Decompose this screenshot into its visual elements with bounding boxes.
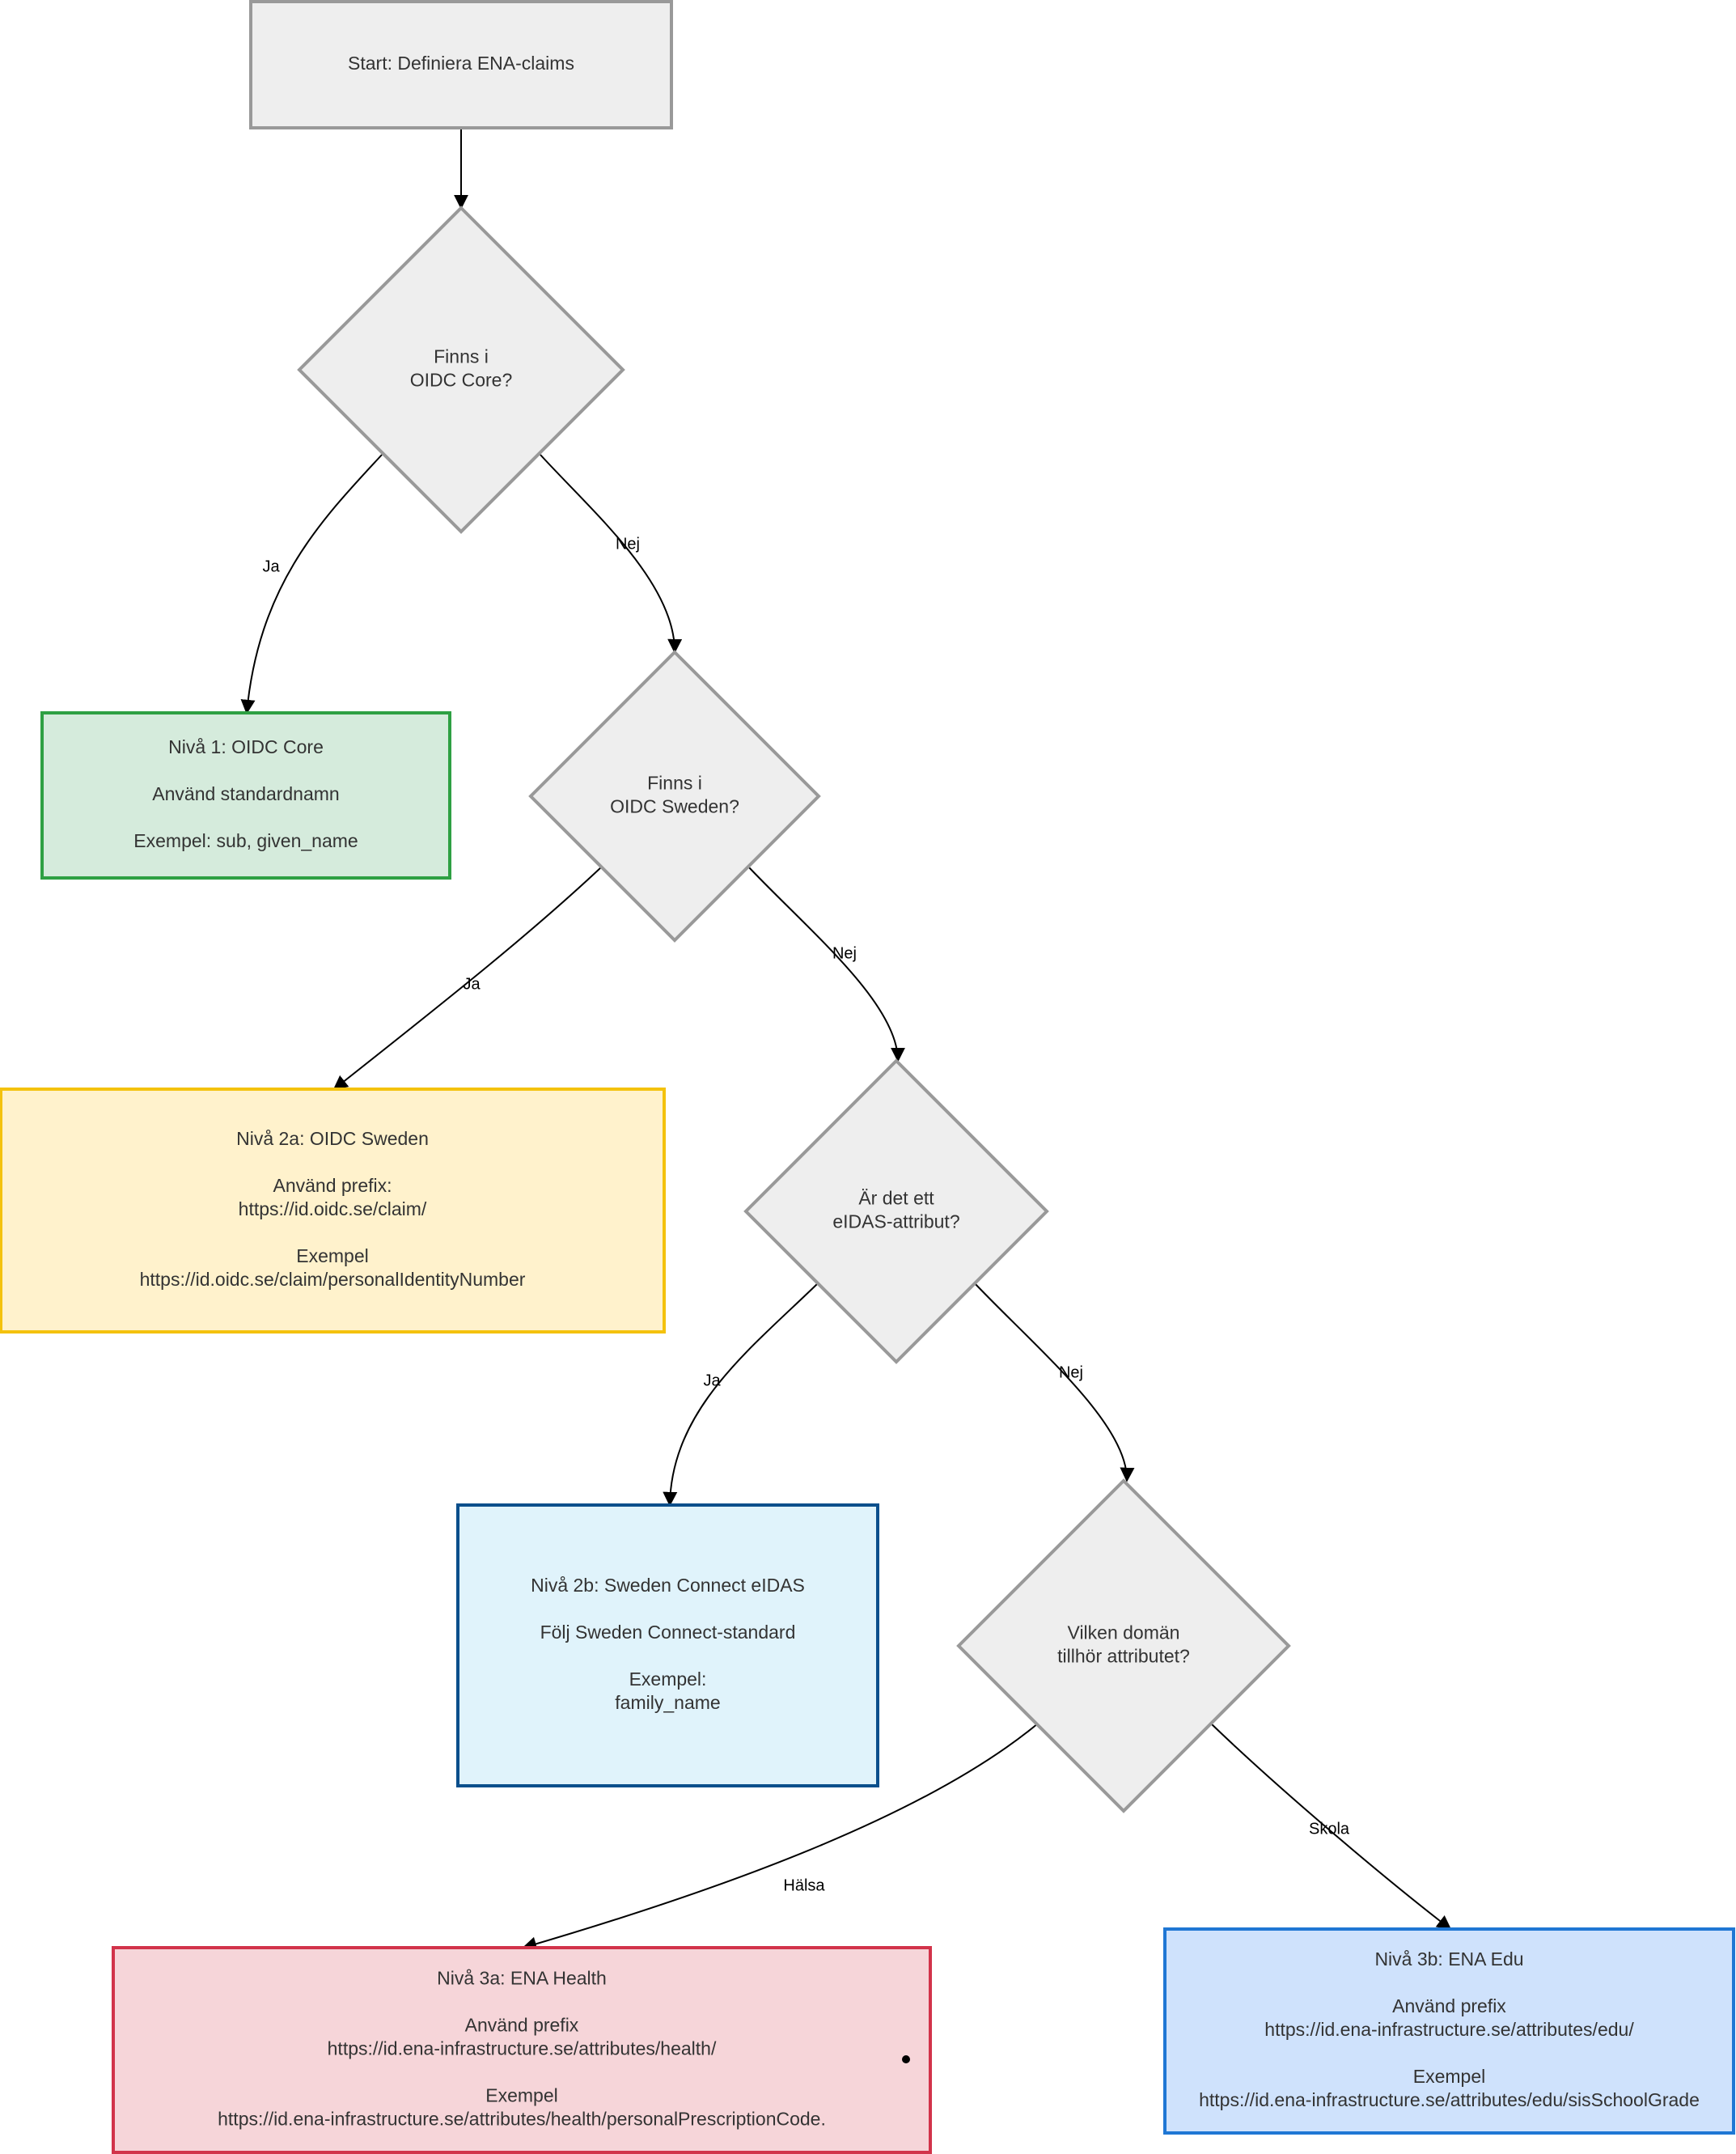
edge-q_domain-to-level3a [522,1723,1039,1952]
node-start: Start: Definiera ENA-claims [249,0,673,129]
node-q-sweden-text-line: Finns i [647,773,702,794]
node-q-core-text-line: Finns i [434,346,489,367]
edge-label-q_core-to-q_sweden: Nej [616,535,640,553]
edges [240,128,1452,1952]
node-q-sweden-text-line: OIDC Sweden? [610,796,739,817]
edge-q_core-to-level1 [240,454,383,714]
node-q-eidas-diamond [743,1058,1049,1364]
node-level2a-text-line: https://id.oidc.se/claim/personalIdentit… [140,1269,526,1290]
edge-q_eidas-to-level2b [663,1282,819,1507]
node-q-eidas-text-line: eIDAS-attribut? [832,1211,959,1232]
edge-q_sweden-to-level2a [332,866,603,1091]
edge-q_domain-to-level3b [1210,1723,1452,1931]
edge-label-q_sweden-to-level2a: Ja [463,975,481,993]
node-level3a-text-line: Nivå 3a: ENA Health [437,1968,607,1989]
edge-label-q_eidas-to-q_domain: Nej [1059,1363,1083,1381]
node-q-eidas-text-line: Är det ett [858,1188,934,1209]
node-level2b: Nivå 2b: Sweden Connect eIDAS Följ Sweden… [456,1503,879,1787]
edge-label-q_domain-to-level3b: Skola [1309,1820,1350,1838]
edge-label-q_domain-to-level3a: Hälsa [783,1876,825,1894]
node-level3b-text-line: Nivå 3b: ENA Edu [1374,1948,1523,1970]
node-level3b-text-line: https://id.ena-infrastructure.se/attribu… [1199,2089,1700,2110]
node-level1-text-line: Nivå 1: OIDC Core [168,736,324,757]
node-q-core-diamond [297,206,625,534]
edge-q_eidas-to-q_domain [973,1282,1135,1482]
node-level1-text-line: Använd standardnamn [152,783,339,804]
node-level2a-text-line: Exempel [296,1245,368,1266]
node-level2b-text-line: Följ Sweden Connect-standard [540,1622,796,1643]
node-level2a-text-line: https://id.oidc.se/claim/ [239,1198,427,1219]
node-level2a-box [0,1088,666,1334]
edge-q_sweden-to-q_eidas [747,866,905,1062]
edge-label-q_sweden-to-q_eidas: Nej [832,944,857,962]
node-start-text-line: Start: Definiera ENA-claims [348,53,574,74]
edge-label-q_core-to-level1: Ja [262,558,280,575]
node-level2b-box [456,1503,879,1787]
node-level3a-text-line: https://id.ena-infrastructure.se/attribu… [328,2038,717,2059]
edge-label-q_eidas-to-level2b: Ja [703,1372,721,1389]
edge-q_core-to-q_sweden [540,454,683,654]
node-level2a-text-line: Använd prefix: [273,1175,392,1196]
node-level1-box [40,711,451,880]
node-level1-text-line: Exempel: sub, given_name [133,830,358,851]
node-q-domain-text-line: Vilken domän [1068,1622,1180,1643]
node-q-sweden-diamond [528,650,821,943]
node-q-core: Finns i OIDC Core? [297,206,625,534]
node-q-domain: Vilken domän tillhör attributet? [956,1478,1291,1813]
node-q-domain-diamond [956,1478,1291,1813]
node-level3b-text-line: https://id.ena-infrastructure.se/attribu… [1264,2019,1634,2040]
node-q-domain-text-line: tillhör attributet? [1057,1646,1190,1667]
node-level2b-text-line: Exempel: [629,1669,707,1690]
node-level3a-box [112,1946,932,2154]
node-level3a-text-line: Använd prefix [465,2015,579,2036]
node-start-box [249,0,673,129]
node-level3a-text-line: Exempel [485,2085,557,2106]
node-q-core-text-line: OIDC Core? [410,370,513,391]
stray-dot [902,2055,910,2063]
node-level2b-text-line: family_name [615,1692,720,1713]
node-level2a-text-line: Nivå 2a: OIDC Sweden [236,1128,429,1149]
node-level3b-text-line: Använd prefix [1392,1995,1506,2016]
node-level3a-text-line: https://id.ena-infrastructure.se/attribu… [218,2109,826,2130]
node-level2b-text-line: Nivå 2b: Sweden Connect eIDAS [531,1575,805,1596]
node-level3b-box [1163,1927,1735,2135]
node-level3b-text-line: Exempel [1413,2066,1485,2087]
